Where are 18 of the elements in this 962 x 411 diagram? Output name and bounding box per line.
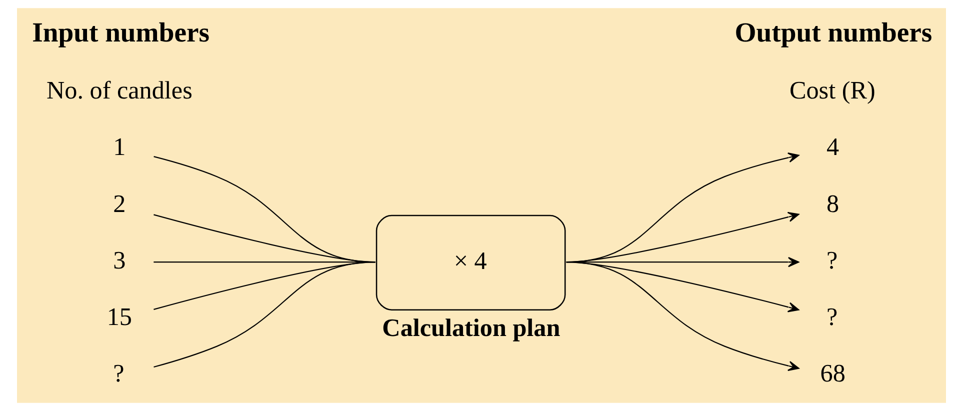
label: Output numbers [734, 16, 932, 48]
label: No. of candles [46, 78, 192, 105]
node-text: ? [826, 247, 838, 274]
connector [153, 262, 375, 368]
node-text: 68 [820, 360, 845, 388]
node-text: 2 [112, 190, 126, 218]
node-text: 4 [826, 134, 839, 162]
node-text: 3 [112, 247, 126, 274]
node-text: ? [826, 304, 838, 331]
node-text: 15 [106, 304, 132, 331]
node-text: 8 [826, 190, 839, 218]
arrow [566, 262, 799, 371]
node-text: 1 [112, 134, 126, 162]
label: Input numbers [32, 16, 210, 48]
node-text: ? [112, 360, 124, 388]
node-label: Calculation plan [382, 315, 560, 342]
label: Cost (R) [788, 78, 875, 105]
node-box: × 4 [375, 214, 566, 310]
